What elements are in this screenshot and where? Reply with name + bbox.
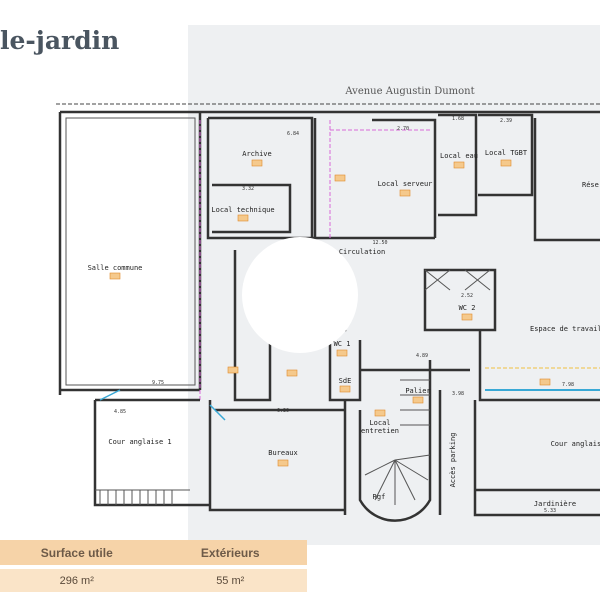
dimension-label: 2.52 (461, 293, 473, 299)
summary-value-row: 296 m² 55 m² (0, 569, 307, 592)
room-tag (109, 272, 121, 280)
salle-commune-walls (65, 117, 196, 386)
dimension-label: 1.68 (452, 116, 464, 122)
dimension-label: 6.84 (287, 131, 299, 137)
room-palier: Palier (405, 387, 430, 395)
dimension-label: 4.89 (416, 353, 428, 359)
dimension-label: 2.39 (500, 118, 512, 124)
dimension-label: 9.75 (152, 380, 164, 386)
room-wc1: WC 1 (334, 340, 351, 348)
room-local-eau: Local eau (440, 152, 478, 160)
header-exterieurs: Extérieurs (200, 545, 260, 560)
room-espace-travail: Espace de travail partagé (530, 325, 600, 333)
room-tag (227, 366, 239, 374)
header-surface-utile: Surface utile (40, 545, 113, 560)
floor-plan: Avenue Augustin Dumont Salle commune Arc… (56, 86, 600, 522)
local-technique-walls (212, 183, 292, 234)
dimension-label: 5.33 (544, 508, 556, 514)
room-tag (461, 313, 473, 321)
room-tag (374, 409, 386, 417)
south-walls (93, 360, 600, 522)
dimension-label: 7.98 (562, 382, 574, 388)
spiral-staircase (364, 379, 431, 505)
room-tag (500, 159, 512, 167)
ventilation-lines (199, 120, 430, 400)
room-salle-commune: Salle commune (88, 264, 143, 272)
room-bureaux: Bureaux (268, 449, 298, 457)
room-local-entretien-2: entretien (361, 427, 399, 435)
room-jardiniere: Jardinière (534, 500, 576, 508)
dimension-label: 3.32 (242, 186, 254, 192)
room-tag (251, 159, 263, 167)
room-reserve: Réserve (582, 181, 600, 189)
room-acces-parking: Accès parking (449, 433, 457, 488)
surface-summary-table: Surface utile Extérieurs 296 m² 55 m² (0, 540, 307, 592)
room-local-serveur: Local serveur (378, 180, 433, 188)
dimension-label: 2.70 (397, 126, 409, 132)
room-tag (399, 189, 411, 197)
cour-stairs (95, 489, 190, 505)
room-tags (109, 159, 551, 467)
room-tag (286, 369, 298, 377)
outer-walls (58, 110, 600, 395)
dimension-label: 4.85 (114, 409, 126, 415)
page-title: le-jardin (0, 26, 120, 55)
room-circulation: Circulation (339, 248, 385, 256)
value-exterieurs: 55 m² (216, 574, 245, 587)
glass-doors (99, 389, 226, 421)
room-rgf: Rgf (373, 493, 386, 501)
dimension-labels: 6.84 2.70 3.32 12.50 4.85 6.30 7.98 9.75… (114, 116, 574, 514)
room-wc2: WC 2 (459, 304, 476, 312)
value-surface-utile: 296 m² (59, 574, 94, 587)
room-archive: Archive (242, 150, 272, 158)
room-sde: SdE (339, 377, 352, 385)
dimension-label: 6.30 (277, 408, 289, 414)
room-local-technique: Local technique (211, 206, 274, 214)
room-local-entretien: Local (369, 419, 390, 427)
summary-header-row: Surface utile Extérieurs (0, 540, 307, 565)
north-rooms-walls (206, 113, 600, 242)
room-tag (539, 378, 551, 386)
room-tag (453, 161, 465, 169)
dimension-label: 12.50 (372, 240, 387, 246)
room-cour-anglaise-2: Cour anglaise (551, 440, 600, 448)
room-cour-anglaise-1: Cour anglaise 1 (108, 438, 171, 446)
room-local-tgbt: Local TGBT (485, 149, 528, 157)
room-tag (412, 396, 424, 404)
room-tag (237, 214, 249, 222)
shafts (424, 269, 491, 291)
room-tag (336, 349, 348, 357)
room-labels: Salle commune Archive Local technique Lo… (88, 149, 600, 508)
dimension-label: 3.98 (452, 391, 464, 397)
logo-overlay (242, 237, 358, 353)
room-tag (277, 459, 289, 467)
street-name: Avenue Augustin Dumont (344, 86, 474, 97)
room-tag (339, 385, 351, 393)
room-tag (334, 174, 346, 182)
